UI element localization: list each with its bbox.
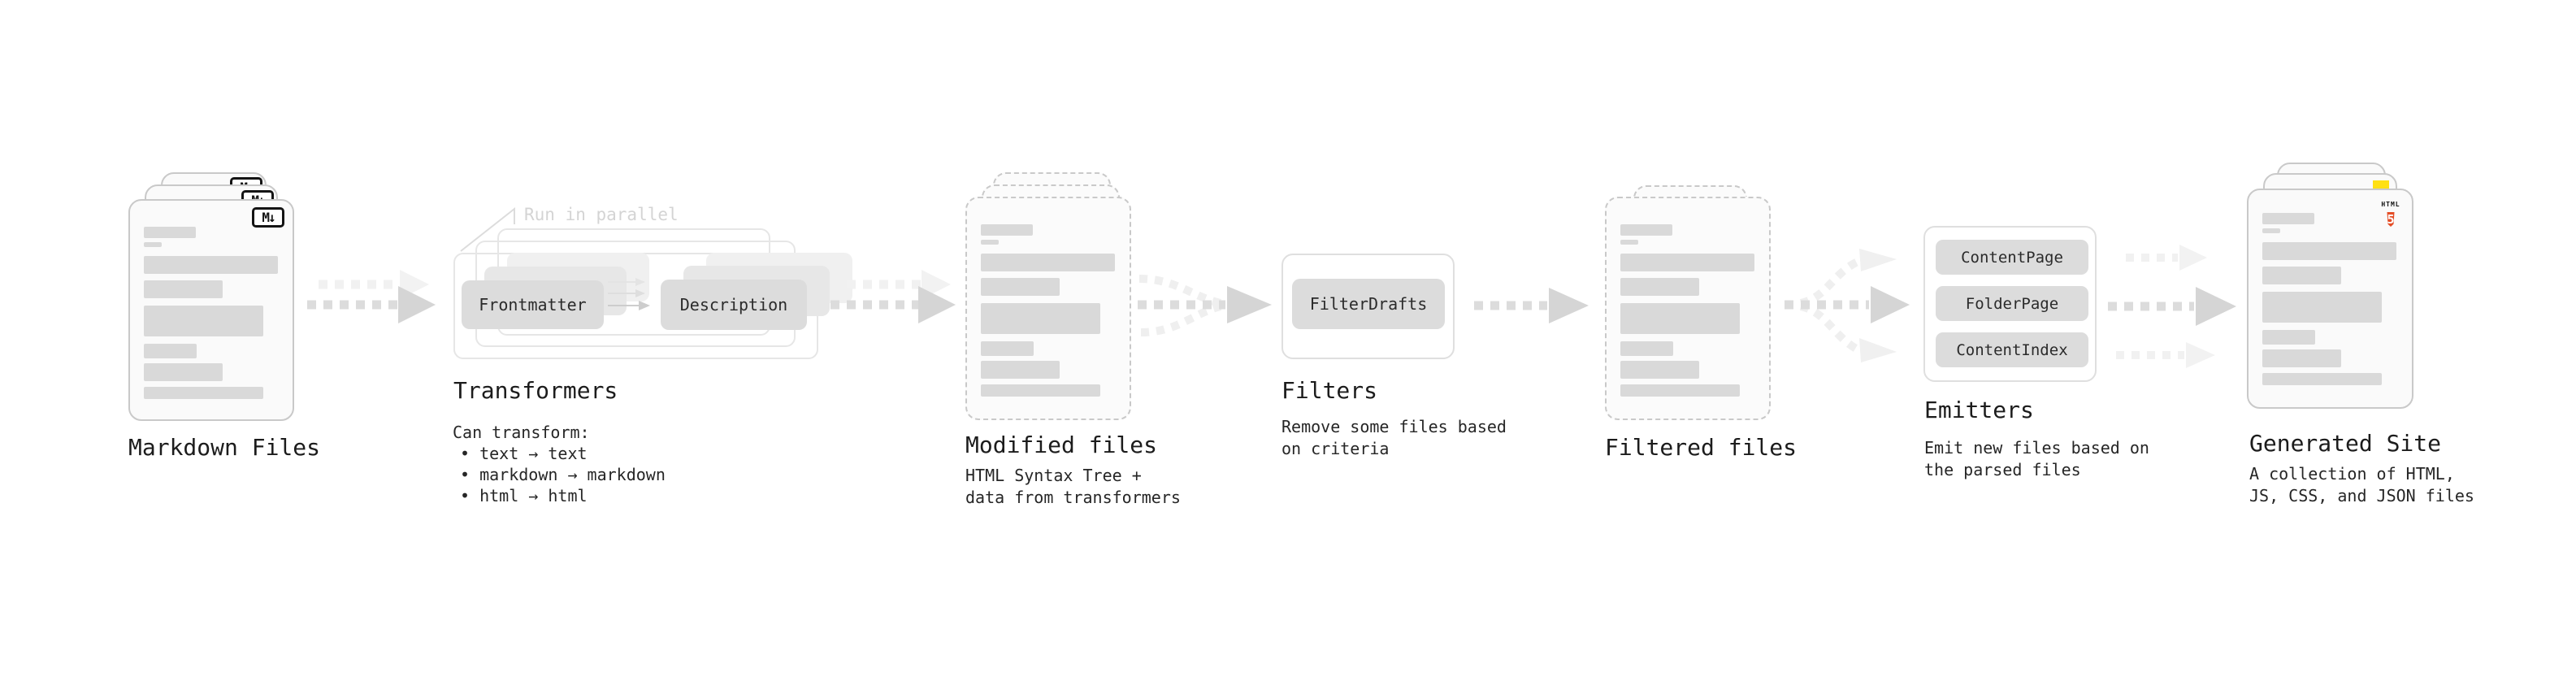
flow-arrow-emitters-to-generated — [2108, 245, 2236, 368]
text-line — [2262, 373, 2382, 385]
text-line — [144, 242, 162, 247]
filters-subtitle: Remove some files based on criteria — [1281, 417, 1507, 458]
content-page-box: ContentPage — [1936, 240, 2088, 275]
html5-icon-label: HTML — [2381, 201, 2400, 208]
html5-icon: HTML 5 — [2381, 194, 2400, 229]
text-line — [144, 227, 196, 238]
text-line — [1620, 240, 1638, 245]
stage-title-transformers: Transformers — [453, 377, 618, 404]
text-line — [144, 256, 278, 274]
html5-icon-shield: 5 — [2387, 212, 2395, 227]
transform-bullet: • html → html — [460, 486, 588, 505]
doc-card-front — [1605, 197, 1771, 420]
stage-title-filtered-files: Filtered files — [1605, 434, 1798, 461]
text-line — [981, 384, 1100, 397]
text-line — [2262, 228, 2280, 233]
text-line — [981, 341, 1034, 356]
emitters-subtitle: Emit new files based on the parsed files — [1924, 438, 2149, 479]
text-line — [1620, 384, 1740, 397]
text-line — [2262, 292, 2382, 323]
transform-bullet: • text → text — [460, 444, 588, 463]
text-line — [981, 224, 1033, 236]
text-line — [1620, 224, 1672, 236]
flow-arrow-markdown-to-transformers — [307, 270, 436, 323]
generated-site-subtitle: A collection of HTML, JS, CSS, and JSON … — [2249, 464, 2474, 505]
text-line — [2262, 267, 2341, 284]
stage-title-emitters: Emitters — [1924, 397, 2034, 423]
text-line — [981, 240, 999, 245]
text-line — [1620, 361, 1699, 379]
markdown-icon: M↓ — [252, 207, 284, 228]
parallel-arrows-icon — [608, 278, 650, 310]
text-line — [981, 254, 1115, 271]
annotation-leader-line — [460, 206, 515, 252]
text-line — [2262, 349, 2341, 367]
stage-title-filters: Filters — [1281, 377, 1378, 404]
doc-content-placeholder — [981, 224, 1115, 397]
doc-content-placeholder — [144, 227, 278, 399]
content-index-box: ContentIndex — [1936, 332, 2088, 367]
text-line — [1620, 278, 1699, 296]
text-line — [144, 280, 223, 298]
text-line — [2262, 242, 2396, 260]
text-line — [144, 344, 197, 358]
text-line — [1620, 341, 1673, 356]
filter-drafts-box: FilterDrafts — [1292, 279, 1445, 329]
text-line — [1620, 254, 1754, 271]
flow-arrow-filtered-to-emitters — [1785, 249, 1910, 362]
flow-arrow-modified-to-filters — [1138, 275, 1272, 336]
text-line — [144, 387, 263, 399]
frontmatter-box: Frontmatter — [462, 280, 604, 329]
text-line — [144, 363, 223, 381]
doc-card-front — [965, 197, 1131, 420]
folder-page-box: FolderPage — [1936, 286, 2088, 321]
text-line — [981, 303, 1100, 334]
doc-content-placeholder — [1620, 224, 1754, 397]
stage-title-modified-files: Modified files — [965, 432, 1158, 458]
text-line — [2262, 330, 2315, 345]
text-line — [981, 278, 1060, 296]
run-in-parallel-label: Run in parallel — [524, 205, 679, 224]
doc-card-front: HTML 5 — [2247, 189, 2413, 409]
stage-title-generated-site: Generated Site — [2249, 430, 2442, 457]
text-line — [981, 361, 1060, 379]
text-line — [144, 306, 263, 336]
flow-arrow-transformers-to-modified — [830, 270, 956, 323]
stage-title-markdown-files: Markdown Files — [128, 434, 321, 461]
transform-bullet: • markdown → markdown — [460, 465, 666, 484]
doc-card-front: M↓ — [128, 199, 294, 421]
emitters-widget: ContentPage FolderPage ContentIndex — [1923, 226, 2097, 382]
transformers-subtitle: Can transform: — [453, 423, 590, 442]
modified-files-subtitle: HTML Syntax Tree + data from transformer… — [965, 466, 1181, 507]
doc-content-placeholder — [2262, 213, 2396, 385]
description-box: Description — [661, 280, 807, 330]
text-line — [2262, 213, 2314, 224]
text-line — [1620, 303, 1740, 334]
flow-arrow-filters-to-filtered — [1474, 288, 1589, 323]
